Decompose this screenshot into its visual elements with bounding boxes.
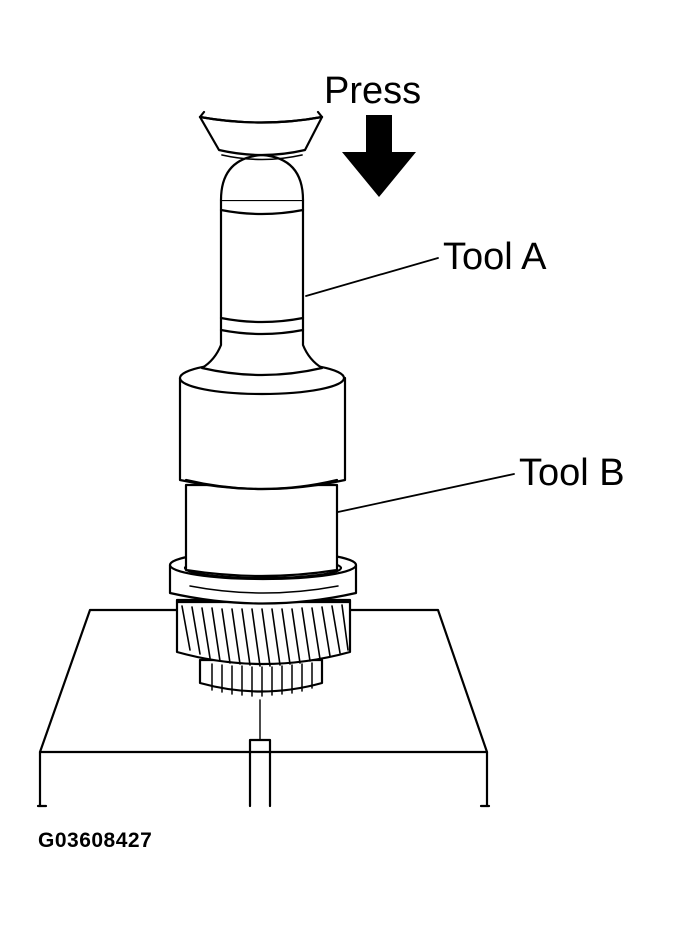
tool-b-body xyxy=(178,360,347,578)
gear-stub xyxy=(198,658,324,697)
helical-gear xyxy=(175,598,352,667)
press-head xyxy=(198,110,324,161)
figure-code: G03608427 xyxy=(38,829,153,852)
tool-b-label: Tool B xyxy=(519,452,625,494)
tool-b-leader xyxy=(337,473,515,513)
tool-a-leader xyxy=(305,257,439,297)
tool-a-shaft xyxy=(200,153,324,377)
press-label: Press xyxy=(324,70,422,112)
press-arrow xyxy=(342,115,416,197)
tool-a-label: Tool A xyxy=(443,236,547,278)
